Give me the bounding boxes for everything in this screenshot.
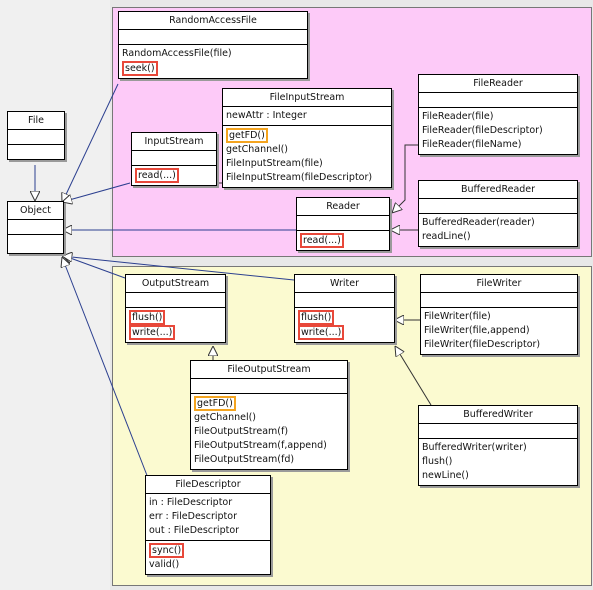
edge-outputstream-object xyxy=(62,255,126,279)
operation-highlighted: sync() xyxy=(149,543,185,558)
operation: FileReader(fileDescriptor) xyxy=(422,125,543,136)
operation: getChannel() xyxy=(194,412,257,423)
attributes-compartment xyxy=(421,293,577,308)
attributes-compartment xyxy=(8,130,64,145)
operations-compartment: read(...) xyxy=(132,166,216,185)
class-name: RandomAccessFile xyxy=(119,12,307,30)
class-name: FileReader xyxy=(419,75,577,93)
edge-bufferedwriter-writer xyxy=(395,346,432,406)
class-name: FileWriter xyxy=(421,275,577,293)
attributes-compartment: in : FileDescriptor err : FileDescriptor… xyxy=(146,494,270,541)
operation-highlighted: flush() xyxy=(298,310,335,325)
attributes-compartment xyxy=(419,199,577,214)
operation: FileWriter(file,append) xyxy=(424,325,530,336)
operation: FileWriter(file) xyxy=(424,311,491,322)
operations-compartment: FileReader(file) FileReader(fileDescript… xyxy=(419,108,577,154)
class-name: BufferedWriter xyxy=(419,406,577,424)
class-input-stream[interactable]: InputStream read(...) xyxy=(131,132,217,186)
class-name: Object xyxy=(8,202,63,220)
operations-compartment: FileWriter(file) FileWriter(file,append)… xyxy=(421,308,577,354)
operation: FileOutputStream(f,append) xyxy=(194,440,327,451)
class-file-descriptor[interactable]: FileDescriptor in : FileDescriptor err :… xyxy=(145,475,271,575)
operation-highlighted: seek() xyxy=(122,61,158,76)
class-buffered-writer[interactable]: BufferedWriter BufferedWriter(writer) fl… xyxy=(418,405,578,486)
operation: FileReader(fileName) xyxy=(422,139,522,150)
operation: BufferedWriter(writer) xyxy=(422,442,527,453)
operations-compartment xyxy=(8,235,63,253)
edge-filereader-reader xyxy=(392,144,418,213)
class-name: FileOutputStream xyxy=(191,361,347,379)
edge-filedescriptor-object xyxy=(62,257,149,479)
operation: valid() xyxy=(149,559,180,570)
attributes-compartment: newAttr : Integer xyxy=(223,107,391,126)
operation: BufferedReader(reader) xyxy=(422,217,535,228)
class-object[interactable]: Object xyxy=(7,201,64,254)
operation-highlighted: read(...) xyxy=(300,233,344,248)
operation-highlighted: read(...) xyxy=(135,168,179,183)
attributes-compartment xyxy=(119,30,307,45)
attributes-compartment xyxy=(8,220,63,235)
operation-highlighted: getFD() xyxy=(194,396,236,411)
attributes-compartment xyxy=(191,379,347,394)
operations-compartment: sync() valid() xyxy=(146,541,270,574)
class-reader[interactable]: Reader read(...) xyxy=(296,197,390,251)
operations-compartment xyxy=(8,145,64,159)
operation-highlighted: write(...) xyxy=(298,325,345,340)
operations-compartment: RandomAccessFile(file) seek() xyxy=(119,45,307,78)
operation: FileReader(file) xyxy=(422,111,494,122)
attributes-compartment xyxy=(132,151,216,166)
operation: readLine() xyxy=(422,231,471,242)
operation-highlighted: write(...) xyxy=(129,325,176,340)
attribute: newAttr : Integer xyxy=(226,110,307,121)
attributes-compartment xyxy=(419,93,577,108)
class-name: OutputStream xyxy=(126,275,225,293)
attribute: out : FileDescriptor xyxy=(149,525,240,536)
class-name: FileDescriptor xyxy=(146,476,270,494)
operation-highlighted: getFD() xyxy=(226,128,268,143)
operations-compartment: flush() write(...) xyxy=(126,308,225,342)
operation: flush() xyxy=(422,456,453,467)
class-name: Reader xyxy=(297,198,389,216)
class-writer[interactable]: Writer flush() write(...) xyxy=(294,274,395,343)
class-file-input-stream[interactable]: FileInputStream newAttr : Integer getFD(… xyxy=(222,88,392,188)
operations-compartment: getFD() getChannel() FileOutputStream(f)… xyxy=(191,394,347,469)
class-buffered-reader[interactable]: BufferedReader BufferedReader(reader) re… xyxy=(418,180,578,247)
attributes-compartment xyxy=(297,216,389,231)
class-file[interactable]: File xyxy=(7,111,65,160)
operation: getChannel() xyxy=(226,144,289,155)
edge-writer-object xyxy=(62,256,295,281)
class-random-access-file[interactable]: RandomAccessFile RandomAccessFile(file) … xyxy=(118,11,308,79)
operation: FileInputStream(file) xyxy=(226,158,323,169)
canvas-margin xyxy=(0,0,110,590)
class-name: Writer xyxy=(295,275,394,293)
attribute: in : FileDescriptor xyxy=(149,497,233,508)
operations-compartment: flush() write(...) xyxy=(295,308,394,342)
class-file-output-stream[interactable]: FileOutputStream getFD() getChannel() Fi… xyxy=(190,360,348,470)
class-name: BufferedReader xyxy=(419,181,577,199)
operation: newLine() xyxy=(422,470,469,481)
operation: RandomAccessFile(file) xyxy=(122,48,232,59)
attributes-compartment xyxy=(126,293,225,308)
operation: FileWriter(fileDescriptor) xyxy=(424,339,541,350)
class-name: InputStream xyxy=(132,133,216,151)
operations-compartment: BufferedWriter(writer) flush() newLine() xyxy=(419,439,577,485)
class-file-reader[interactable]: FileReader FileReader(file) FileReader(f… xyxy=(418,74,578,155)
class-name: File xyxy=(8,112,64,130)
class-output-stream[interactable]: OutputStream flush() write(...) xyxy=(125,274,226,343)
attribute: err : FileDescriptor xyxy=(149,511,237,522)
operation: FileOutputStream(f) xyxy=(194,426,289,437)
attributes-compartment xyxy=(295,293,394,308)
operations-compartment: getFD() getChannel() FileInputStream(fil… xyxy=(223,126,391,187)
edge-inputstream-object xyxy=(62,182,131,202)
operation: FileInputStream(fileDescriptor) xyxy=(226,172,373,183)
operation-highlighted: flush() xyxy=(129,310,166,325)
operations-compartment: read(...) xyxy=(297,231,389,250)
edge-randomaccessfile-object xyxy=(62,83,119,203)
attributes-compartment xyxy=(419,424,577,439)
class-file-writer[interactable]: FileWriter FileWriter(file) FileWriter(f… xyxy=(420,274,578,355)
operations-compartment: BufferedReader(reader) readLine() xyxy=(419,214,577,246)
class-name: FileInputStream xyxy=(223,89,391,107)
operation: FileOutputStream(fd) xyxy=(194,454,295,465)
